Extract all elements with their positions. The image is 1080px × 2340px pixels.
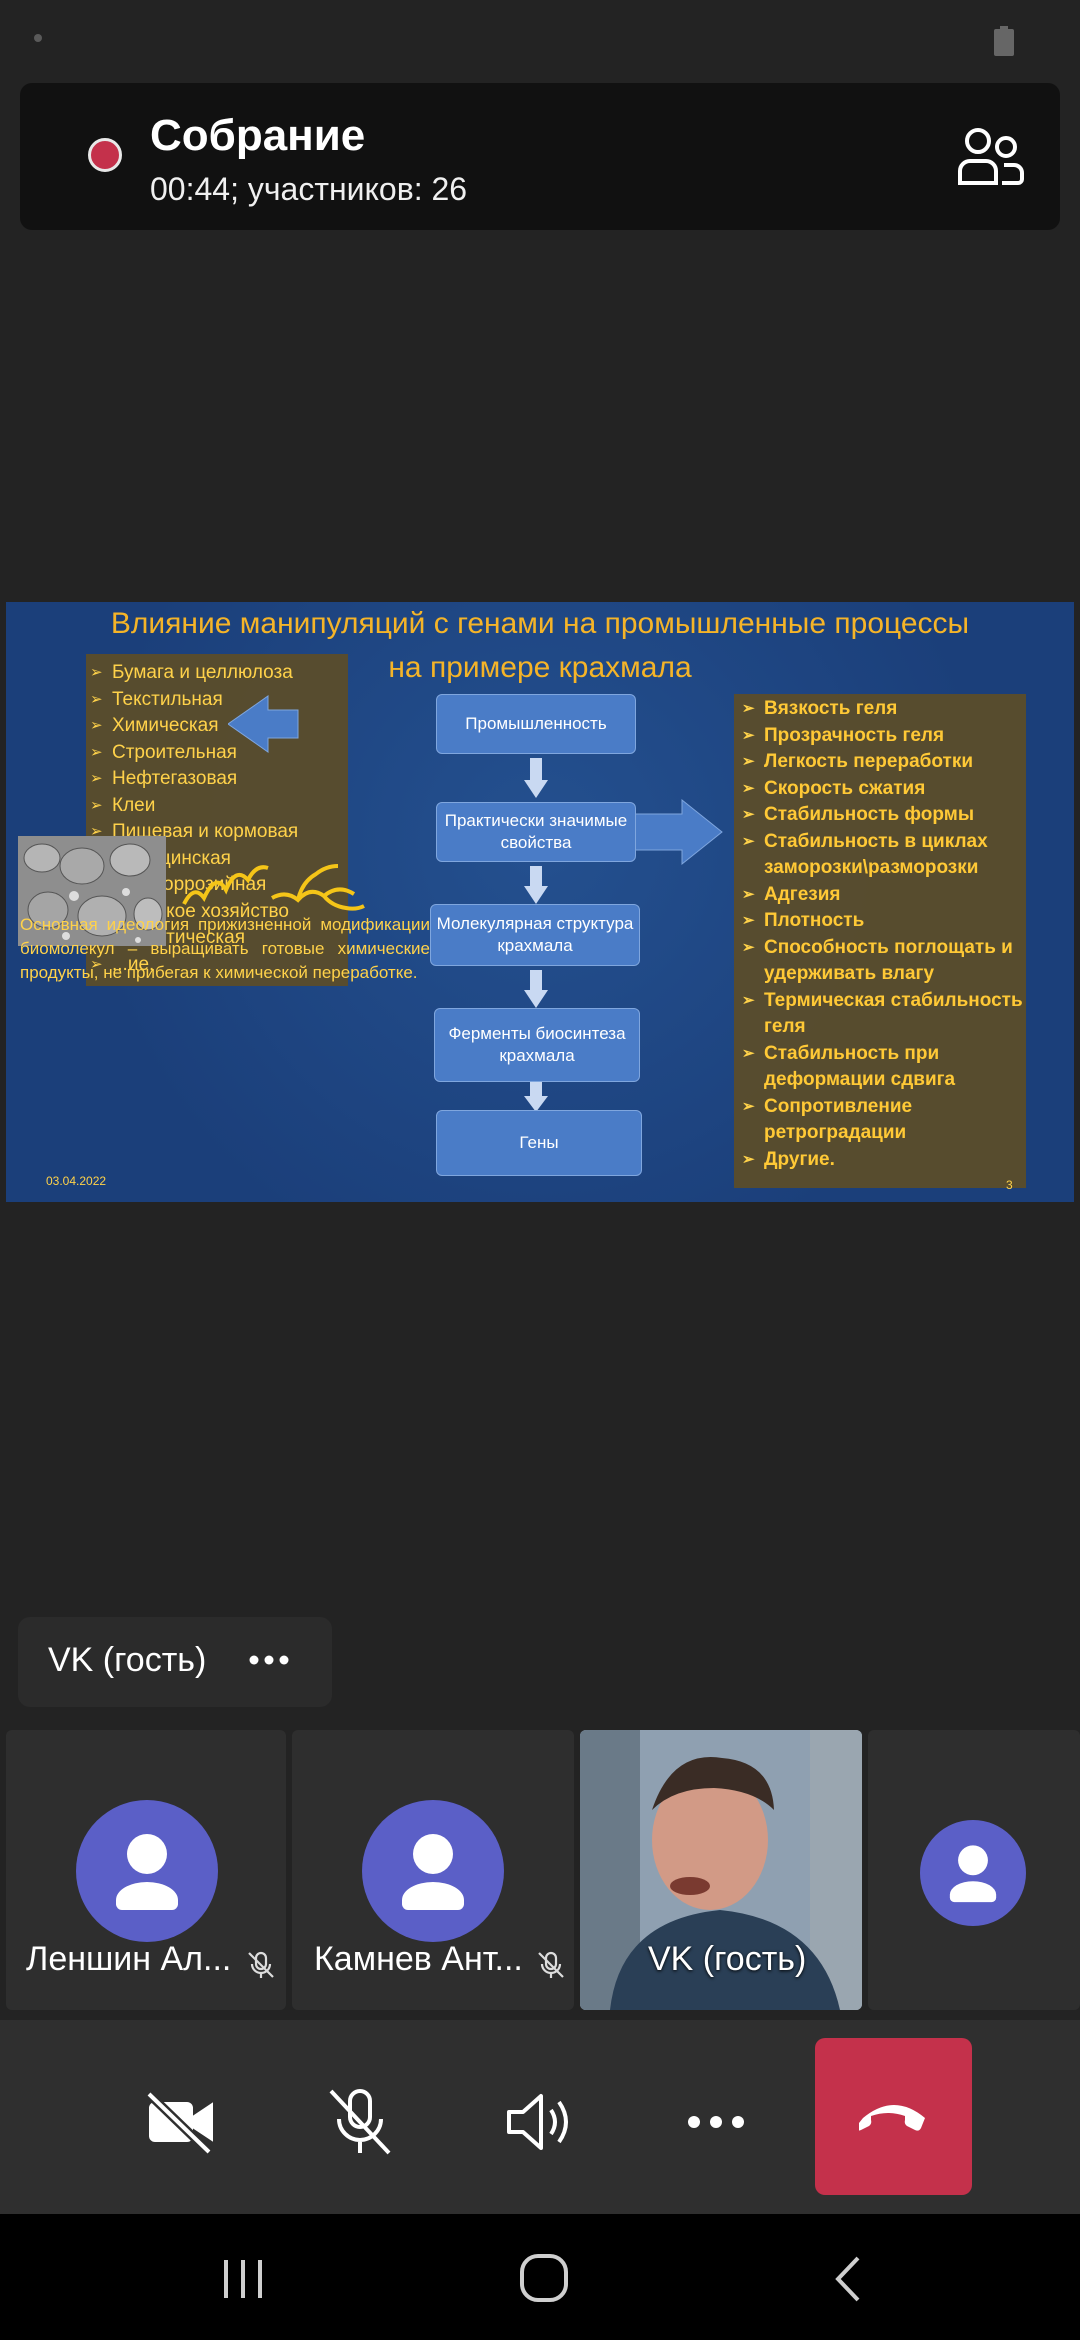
list-item: Другие. bbox=[738, 1147, 1024, 1174]
more-icon bbox=[688, 2116, 744, 2128]
list-item: Скорость сжатия bbox=[738, 776, 1024, 803]
mic-off-icon bbox=[538, 1951, 564, 1978]
arrow-down-icon bbox=[524, 1082, 548, 1112]
end-call-button[interactable] bbox=[815, 2038, 972, 2195]
micrograph-image bbox=[18, 836, 166, 946]
molecule-chain-icon bbox=[182, 865, 269, 905]
list-item: Строительная bbox=[86, 740, 298, 767]
list-item: Плотность bbox=[738, 908, 1024, 935]
speaker-icon bbox=[507, 2094, 568, 2150]
avatar bbox=[76, 1800, 218, 1942]
arrow-left-icon bbox=[228, 695, 299, 753]
status-indicator bbox=[34, 34, 42, 42]
slide-number: 3 bbox=[1006, 1178, 1013, 1192]
arrow-down-icon bbox=[524, 758, 548, 798]
arrow-right-icon bbox=[634, 798, 723, 866]
properties-list: Вязкость геля Прозрачность геля Легкость… bbox=[738, 696, 1024, 1173]
mic-off-icon bbox=[248, 1951, 274, 1978]
speaker-name: VK (гость) bbox=[48, 1641, 207, 1679]
more-options-button[interactable] bbox=[676, 2082, 756, 2162]
slide-title-line1: Влияние манипуляций с генами на промышле… bbox=[110, 607, 970, 640]
list-item: Адгезия bbox=[738, 882, 1024, 909]
flow-box-genes: Гены bbox=[436, 1110, 642, 1176]
list-item: Легкость переработки bbox=[738, 749, 1024, 776]
avatar bbox=[920, 1820, 1026, 1926]
list-item: Вязкость геля bbox=[738, 696, 1024, 723]
home-icon[interactable] bbox=[518, 2252, 570, 2304]
camera-toggle-button[interactable] bbox=[142, 2082, 222, 2162]
call-controls bbox=[0, 2020, 1080, 2214]
list-item: Текстильная bbox=[86, 687, 298, 714]
back-icon[interactable] bbox=[828, 2254, 868, 2304]
recording-icon bbox=[88, 138, 122, 172]
person-icon bbox=[949, 1845, 997, 1903]
speaker-toggle-button[interactable] bbox=[498, 2082, 578, 2162]
list-item: Сопротивление ретроградации bbox=[738, 1094, 1024, 1147]
list-item: Стабильность в циклах заморозки\размороз… bbox=[738, 829, 1024, 882]
avatar bbox=[362, 1800, 504, 1942]
participant-tile[interactable] bbox=[868, 1730, 1080, 2010]
person-icon bbox=[116, 1834, 178, 1910]
participant-video-tile[interactable]: VK (гость) bbox=[580, 1730, 862, 2010]
ideology-text: Основная идеология прижизненной модифика… bbox=[20, 915, 430, 982]
flow-box-structure: Молекулярная структура крахмала bbox=[430, 904, 640, 966]
flow-box-industry: Промышленность bbox=[436, 694, 636, 754]
slide-title-line2: на примере крахмала bbox=[388, 651, 692, 684]
meeting-header: Собрание 00:44; участников: 26 bbox=[20, 83, 1060, 230]
person-icon bbox=[402, 1834, 464, 1910]
meeting-title: Собрание bbox=[150, 111, 366, 160]
active-speaker-chip[interactable]: VK (гость) bbox=[18, 1617, 332, 1707]
list-item: ...ие. bbox=[86, 952, 298, 979]
video-feed bbox=[580, 1730, 862, 2010]
people-icon[interactable] bbox=[956, 127, 1026, 187]
mic-off-icon bbox=[329, 2089, 391, 2155]
branched-molecule-icon bbox=[271, 864, 365, 911]
participant-name: VK (гость) bbox=[648, 1940, 807, 1978]
microphone-toggle-button[interactable] bbox=[320, 2082, 400, 2162]
more-icon[interactable] bbox=[244, 1643, 294, 1677]
participant-tile[interactable]: Камнев Ант... bbox=[292, 1730, 574, 2010]
flow-box-enzymes: Ферменты биосинтеза крахмала bbox=[434, 1008, 640, 1082]
list-item: Термическая стабильность геля bbox=[738, 988, 1024, 1041]
camera-off-icon bbox=[147, 2090, 213, 2154]
recent-apps-icon[interactable] bbox=[218, 2256, 268, 2302]
meeting-status: 00:44; участников: 26 bbox=[150, 171, 468, 207]
list-item: Химическая bbox=[86, 713, 298, 740]
participant-tile[interactable]: Леншин Ал... bbox=[6, 1730, 286, 2010]
list-item: Прозрачность геля bbox=[738, 723, 1024, 750]
list-item: Бумага и целлюлоза bbox=[86, 660, 298, 687]
system-navigation-bar bbox=[0, 2214, 1080, 2340]
slide-title: Влияние манипуляций с генами на промышле… bbox=[6, 602, 1074, 690]
battery-icon bbox=[994, 26, 1014, 56]
hang-up-icon bbox=[859, 2105, 925, 2131]
flow-box-properties: Практически значимые свойства bbox=[436, 802, 636, 862]
list-item: Нефтегазовая bbox=[86, 766, 298, 793]
list-item: Клеи bbox=[86, 793, 298, 820]
participant-name: Камнев Ант... bbox=[314, 1940, 523, 1978]
shared-slide[interactable]: Влияние манипуляций с генами на промышле… bbox=[6, 602, 1074, 1202]
list-item: Способность поглощать и удерживать влагу bbox=[738, 935, 1024, 988]
participant-name: Леншин Ал... bbox=[26, 1940, 232, 1978]
list-item: Стабильность при деформации сдвига bbox=[738, 1041, 1024, 1094]
arrow-down-icon bbox=[524, 866, 548, 904]
arrow-down-icon bbox=[524, 970, 548, 1008]
slide-date: 03.04.2022 bbox=[46, 1174, 107, 1188]
list-item: Стабильность формы bbox=[738, 802, 1024, 829]
